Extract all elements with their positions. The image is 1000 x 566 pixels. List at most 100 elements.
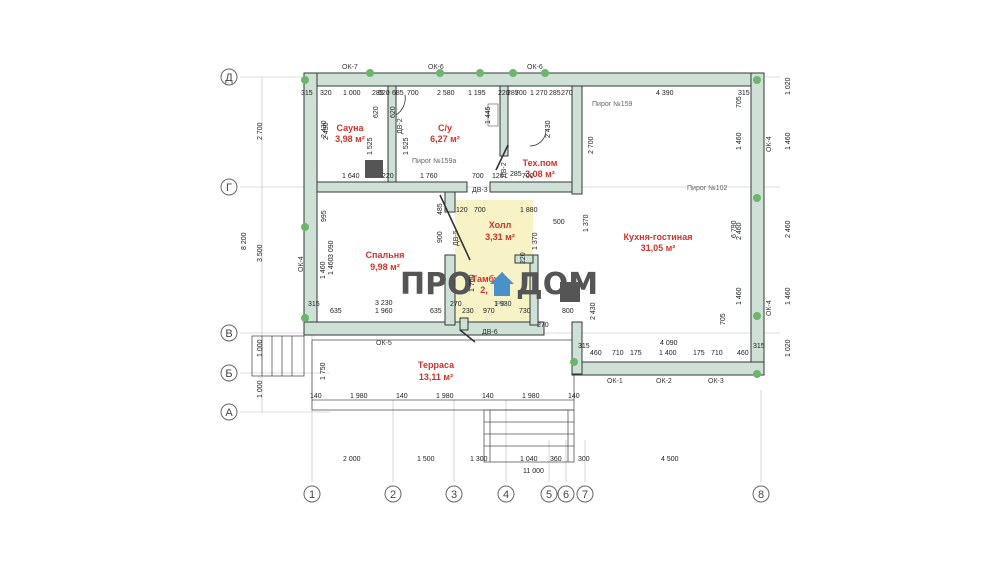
window-ok4-right-top: ОК-4 [766,136,773,152]
dim-bottom_kitchen-9: 4 090 [660,340,678,347]
dim-hall_row-8: 995 [321,210,328,222]
dim-lower_row-10: 800 [562,308,574,315]
dim-bottom_kitchen-2: 710 [612,350,624,357]
dim-bottom_kitchen-7: 460 [737,350,749,357]
dim-lower_row-5: 270 [450,301,462,308]
dim-lower_row-1: 635 [330,308,342,315]
window-ok7: ОК-7 [342,64,358,71]
dim-bottom_kitchen-8: 315 [753,343,765,350]
dim-bottom_kitchen-1: 460 [590,350,602,357]
dim-hall_row-6: 485 [437,203,444,215]
dim-top_row-13: 285 [549,90,561,97]
dim-terrace-7: 140 [568,393,580,400]
room-wc-area: 6,27 м² [430,134,460,144]
door-dv2-tech: ДВ-2 [501,162,508,178]
door-swings [395,94,547,343]
dim-left_axis-0: 2 700 [257,122,264,140]
dim-bottom_axis-3: 1 040 [520,456,538,463]
dim-hall_row-7: 900 [437,231,444,243]
dim-sauna_h-1: 2 430 [321,120,328,138]
dim-bottom_axis-2: 1 300 [470,456,488,463]
axis-col-8: 8 [758,489,764,501]
dim-lower_row-9: 730 [519,308,531,315]
dim-hall_row-10: 1 460 [328,257,335,275]
dim-hall_row-13: 2 430 [323,122,330,140]
room-bedroom-name: Спальня [366,250,405,260]
axis-row-b: Б [225,368,232,380]
walls [303,72,765,376]
dim-bottom_axis-7: 11 000 [523,468,544,475]
axis-row-markers: Д Г В Б А [220,68,238,421]
dim-bottom_axis-5: 300 [578,456,590,463]
door-tags: ДВ-2 ДВ-2 ДВ-3 ДВ-5 ДВ-6 [397,118,508,336]
dim-hall_row-14: 2 430 [590,302,597,320]
dim-kitchen_dims-0: 705 [736,96,743,108]
logo-sub: РФ [496,301,506,308]
dim-bottom_kitchen-5: 175 [693,350,705,357]
dim-bottom_kitchen-0: 315 [578,343,590,350]
dim-mid_row-1: 220 [382,173,394,180]
dim-right_axis-1: 1 460 [785,132,792,150]
door-dv2-sauna: ДВ-2 [397,118,404,134]
dim-lower_row-13: 1 460 [320,261,327,279]
dim-top_row-6: 700 [407,90,419,97]
dim-bottom_kitchen-4: 1 400 [659,350,677,357]
dim-top_row-3: 285 [372,90,384,97]
dim-top_row-0: 315 [301,90,313,97]
dim-kitchen_dims-1: 1 460 [736,132,743,150]
dim-sauna_h-5: 620 [373,106,380,118]
dim-lower_row-2: 3 230 [375,300,393,307]
axis-col-markers: 1 2 3 4 5 6 7 8 [303,485,770,503]
notes: Пирог №159 Пирог №159а Пирог №102 [412,101,728,192]
room-sauna-area: 3,98 м² [335,134,365,144]
note-pirog-102: Пирог №102 [687,185,728,192]
dim-lower_row-4: 635 [430,308,442,315]
room-sauna-name: Сауна [336,123,364,133]
window-ok4-right-bottom: ОК-4 [766,300,773,316]
dim-bottom_axis-6: 4 500 [661,456,679,463]
window-tags: ОК-7 ОК-6 ОК-6 ОК-4 ОК-4 ОК-4 ОК-5 ОК-1 … [298,64,773,385]
dim-left_axis-1: 3 500 [257,244,264,262]
door-dv6: ДВ-6 [482,329,498,336]
axis-row-g: Г [226,182,232,194]
dim-right_axis-0: 1 020 [785,77,792,95]
dim-lower_row-6: 1 930 [494,301,512,308]
dim-top_row-15: 4 390 [656,90,674,97]
dim-left_axis-3: 1 000 [257,339,264,357]
dim-kitchen_dims-2: 6 790 [731,220,738,238]
dim-lower_row-8: 970 [483,308,495,315]
note-pirog-159: Пирог №159 [592,101,633,108]
room-wc-name: С/у [438,123,452,133]
dim-lower_row-7: 230 [462,308,474,315]
dim-sauna_h-3: 1 525 [403,137,410,155]
dim-top_row-11: 700 [515,90,527,97]
dim-mid_row-3: 700 [472,173,484,180]
window-ok1: ОК-1 [607,378,623,385]
dim-top_row-14: 270 [561,90,573,97]
dim-bottom_kitchen-3: 175 [630,350,642,357]
dim-top_row-5: 685 [392,90,404,97]
window-ok6-a: ОК-6 [428,64,444,71]
hall-fill [455,200,533,330]
door-dv5: ДВ-5 [453,230,460,246]
room-tech-name: Тех.пом [523,158,558,168]
room-hall-area: 3,31 м² [485,232,515,242]
dim-top_row-1: 320 [320,90,332,97]
dim-bottom_axis-4: 360 [550,456,562,463]
dim-top_row-2: 1 000 [343,90,361,97]
dim-terrace-0: 1 750 [320,362,327,380]
room-bedroom-area: 9,98 м² [370,262,400,272]
dim-bottom_axis-1: 1 500 [417,456,435,463]
dim-hall_row-12: 2 700 [588,136,595,154]
window-ok5: ОК-5 [376,340,392,347]
axis-col-3: 3 [451,489,457,501]
dim-terrace-1: 140 [310,393,322,400]
dim-top_row-7: 2 580 [437,90,455,97]
dim-hall_row-2: 1 880 [520,207,538,214]
axis-col-7: 7 [582,489,588,501]
dim-mid_row-2: 1 760 [420,173,438,180]
room-tambur-area: 2, [480,285,488,295]
house-icon [490,272,514,296]
